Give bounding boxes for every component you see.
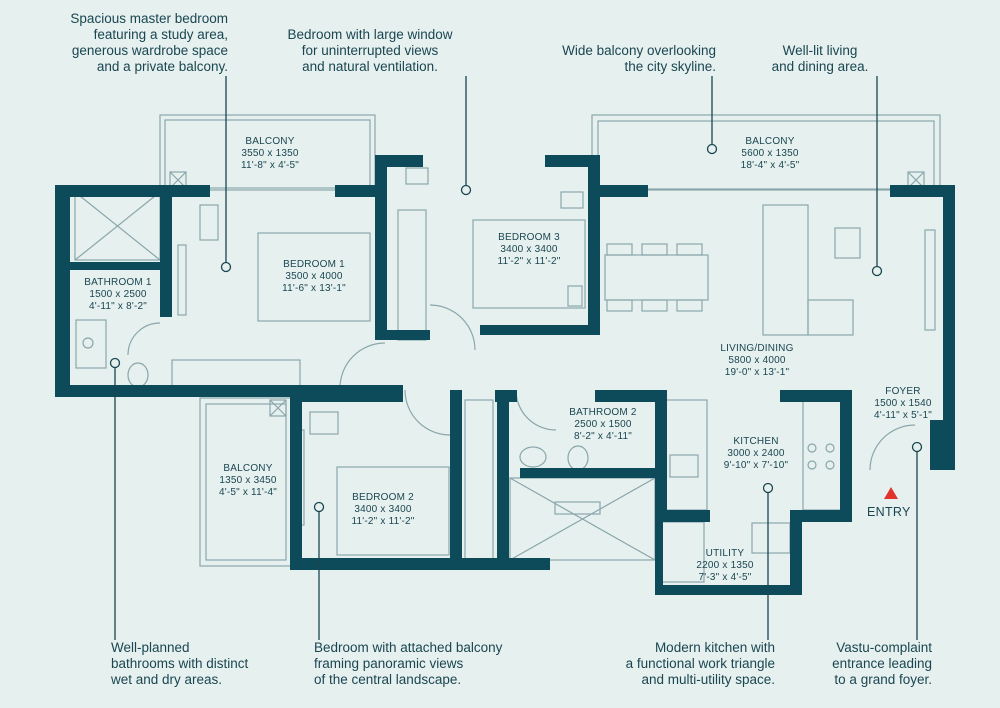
bed-2 bbox=[336, 466, 450, 556]
room-balcony-left: BALCONY 1350 x 3450 4'-5" x 11'-4" bbox=[218, 463, 277, 498]
callout-living: Well-lit living and dining area. bbox=[771, 43, 869, 74]
callout-foyer: Vastu-complaint entrance leading to a gr… bbox=[832, 640, 932, 687]
room-bathroom-2: BATHROOM 2 2500 x 1500 8'-2" x 4'-11" bbox=[569, 407, 637, 442]
wardrobe-1 bbox=[171, 359, 301, 389]
room-bathroom-1: BATHROOM 1 1500 x 2500 4'-11" x 8'-2" bbox=[84, 277, 152, 312]
callout-bedroom-2: Bedroom with attached balcony framing pa… bbox=[314, 640, 503, 687]
entry-marker-icon bbox=[884, 487, 898, 499]
room-kitchen: KITCHEN 3000 x 2400 9'-10" x 7'-10" bbox=[723, 436, 789, 471]
balcony-top-left-rail bbox=[164, 119, 371, 189]
callout-bathrooms: Well-planned bathrooms with distinct wet… bbox=[111, 640, 249, 687]
bed-1 bbox=[257, 232, 371, 322]
leader-dots bbox=[109, 143, 923, 513]
sofa-arm bbox=[807, 299, 854, 336]
balcony-top-right-outline bbox=[591, 114, 941, 191]
callout-bedroom-3: Bedroom with large window for uninterrup… bbox=[287, 27, 453, 74]
room-bedroom-2: BEDROOM 2 3400 x 3400 11'-2" x 11'-2" bbox=[351, 492, 415, 527]
wardrobe-2 bbox=[464, 399, 494, 561]
room-balcony-top-right: BALCONY 5600 x 1350 18'-4" x 4'-5" bbox=[740, 136, 800, 171]
room-balcony-top-left: BALCONY 3550 x 1350 11'-8" x 4'-5" bbox=[240, 136, 299, 171]
callout-balcony: Wide balcony overlooking the city skylin… bbox=[562, 43, 716, 74]
room-bedroom-3: BEDROOM 3 3400 x 3400 11'-2" x 11'-2" bbox=[497, 232, 561, 267]
balcony-top-left-outline bbox=[159, 114, 376, 191]
bed-3 bbox=[472, 219, 586, 309]
room-foyer: FOYER 1500 x 1540 4'-11" x 5'-1" bbox=[873, 386, 932, 421]
room-utility: UTILITY 2200 x 1350 7'-3" x 4'-5" bbox=[696, 548, 754, 583]
callout-kitchen: Modern kitchen with a functional work tr… bbox=[625, 640, 775, 687]
dining-table bbox=[604, 254, 709, 301]
leader-lines bbox=[114, 76, 918, 640]
room-bedroom-1: BEDROOM 1 3500 x 4000 11'-6" x 13'-1" bbox=[282, 259, 346, 294]
walls bbox=[55, 155, 955, 595]
room-living-dining: LIVING/DINING 5800 x 4000 19'-0" x 13'-1… bbox=[720, 343, 794, 378]
coffee-table bbox=[834, 227, 861, 259]
balcony-left-rail bbox=[205, 403, 287, 561]
sofa bbox=[762, 204, 809, 336]
entry-label: ENTRY bbox=[867, 505, 911, 519]
callout-master-bedroom: Spacious master bedroom featuring a stud… bbox=[70, 11, 228, 74]
wardrobe-3 bbox=[397, 209, 427, 341]
